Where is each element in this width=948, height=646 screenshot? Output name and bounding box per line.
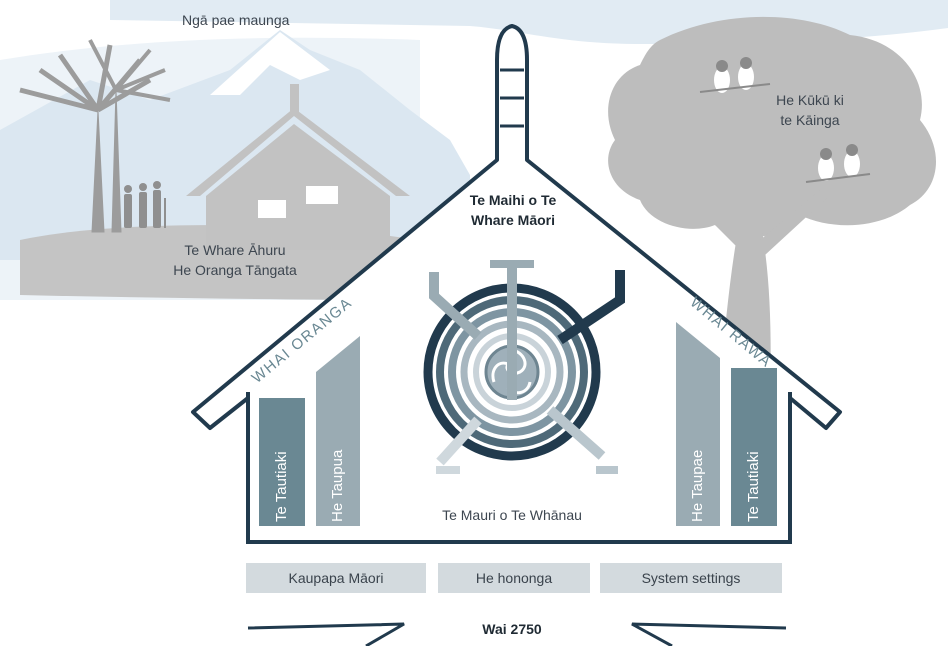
- pou-left-outer-label: Te Tautiaki: [273, 451, 290, 522]
- kuku-label: He Kūkū ki te Kāinga: [770, 90, 850, 130]
- snow-peak: [210, 32, 330, 95]
- house: [186, 84, 410, 250]
- people: [124, 181, 166, 228]
- ahuru-line-2: He Oranga Tāngata: [173, 262, 297, 278]
- pou-right-inner-bg: [676, 322, 720, 526]
- kuku-line-1: He Kūkū ki: [776, 92, 844, 108]
- wai-line-left: [247, 622, 405, 646]
- pou-right-outer-bg: [731, 368, 777, 526]
- ahuru-label: Te Whare Āhuru He Oranga Tāngata: [160, 240, 310, 280]
- maihi-line-1: Te Maihi o Te: [469, 192, 557, 208]
- pou-right-inner-label: He Taupae: [689, 449, 706, 522]
- he-hononga-box: He hononga: [438, 563, 590, 593]
- kuku-line-2: te Kāinga: [780, 112, 840, 128]
- wai-2750-label: Wai 2750: [482, 621, 542, 637]
- wai-line-right: [631, 622, 787, 646]
- kuku-birds: [699, 57, 871, 183]
- maihi-label: Te Maihi o Te Whare Māori: [440, 190, 586, 230]
- whare-floor-line: [246, 392, 792, 544]
- mauri-label: Te Mauri o Te Whānau: [442, 507, 582, 523]
- pou-left-outer-bg: [259, 398, 305, 526]
- mauri-motif: [423, 260, 625, 474]
- mountains-label: Ngā pae maunga: [182, 12, 290, 28]
- system-settings-box: System settings: [600, 563, 782, 593]
- cabbage-trees: [19, 39, 171, 233]
- ahuru-line-1: Te Whare Āhuru: [184, 242, 286, 258]
- pou-right-outer-label: Te Tautiaki: [745, 451, 762, 522]
- pou-left-inner-bg: [316, 336, 360, 526]
- pou-left-inner-label: He Taupua: [329, 449, 346, 522]
- kaupapa-maori-box: Kaupapa Māori: [246, 563, 426, 593]
- maihi-line-2: Whare Māori: [470, 212, 555, 228]
- tekoteko-bands: [500, 68, 524, 128]
